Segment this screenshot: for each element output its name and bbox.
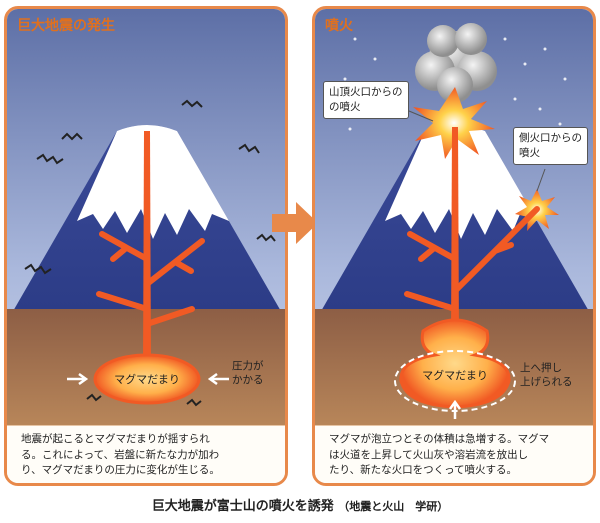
earthquake-scene	[7, 9, 285, 483]
snow-cap	[77, 125, 229, 239]
transition-arrow-icon	[272, 202, 318, 244]
upward-arrow-icon	[448, 399, 462, 419]
earthquake-caption: 地震が起こるとマグマだまりが揺すられ る。これによって、岩盤に新たな力が加わ り…	[7, 425, 285, 483]
caption-line: マグマが泡立つとその体積は急増する。マグマ	[329, 433, 550, 445]
magma-chamber	[93, 353, 201, 405]
callout-line: の噴火	[329, 101, 361, 113]
snow-cap	[385, 125, 537, 239]
earthquake-panel: 巨大地震の発生 マグマだまり 圧力が かかる 地震が起こるとマグマだまりが揺すら…	[4, 6, 288, 486]
summit-eruption-burst	[413, 87, 495, 159]
figure-caption-source: （地震と火山 学研）	[338, 500, 449, 513]
caption-line: は火道を上昇して火山灰や溶岩流を放出し	[329, 448, 529, 461]
eruption-panel: 噴火 山頂火口からの の噴火 側火口からの 噴火 マグマだまり 上へ押し 上げら…	[312, 6, 596, 486]
eruption-caption: マグマが泡立つとその体積は急増する。マグマ は火道を上昇して火山灰や溶岩流を放出…	[315, 425, 593, 483]
shake-marks	[24, 99, 276, 407]
caption-line: 地震が起こるとマグマだまりが揺すられ	[21, 433, 210, 445]
magma-chamber-label: マグマだまり	[114, 373, 180, 386]
pressure-arrow-left	[67, 372, 89, 386]
figure-caption-title: 巨大地震が富士山の噴火を誘発	[151, 499, 334, 514]
pressure-label-line: かかる	[232, 374, 264, 386]
figure-caption: 巨大地震が富士山の噴火を誘発 （地震と火山 学研）	[0, 495, 600, 514]
caption-line: たり、新たな火口をつくって噴火する。	[329, 464, 518, 476]
pressure-arrow-right	[207, 372, 229, 386]
magma-conduit	[143, 131, 151, 369]
callout-line: 側火口からの	[519, 132, 582, 144]
push-up-label: 上へ押し 上げられる	[520, 361, 573, 389]
magma-chamber	[399, 318, 511, 409]
side-eruption-callout: 側火口からの 噴火	[513, 127, 588, 165]
panel-title: 巨大地震の発生	[17, 18, 115, 34]
callout-line: 噴火	[519, 147, 540, 159]
side-callout-pointer	[536, 168, 546, 192]
caption-line: り、マグマだまりの圧力に変化が生じる。	[21, 464, 220, 476]
magma-branches	[96, 231, 205, 327]
magma-branches	[404, 206, 540, 312]
summit-eruption-callout: 山頂火口からの の噴火	[323, 81, 409, 119]
ash-plume	[415, 23, 497, 103]
pressure-label-line: 圧力が	[232, 360, 264, 372]
magma-chamber-label: マグマだまり	[422, 369, 488, 382]
push-up-label-line: 上へ押し	[520, 362, 562, 374]
panel-title: 噴火	[325, 18, 353, 34]
callout-line: 山頂火口からの	[329, 86, 403, 98]
pressure-label: 圧力が かかる	[232, 359, 264, 387]
caption-line: る。これによって、岩盤に新たな力が加わ	[21, 448, 220, 461]
push-up-label-line: 上げられる	[520, 376, 573, 388]
